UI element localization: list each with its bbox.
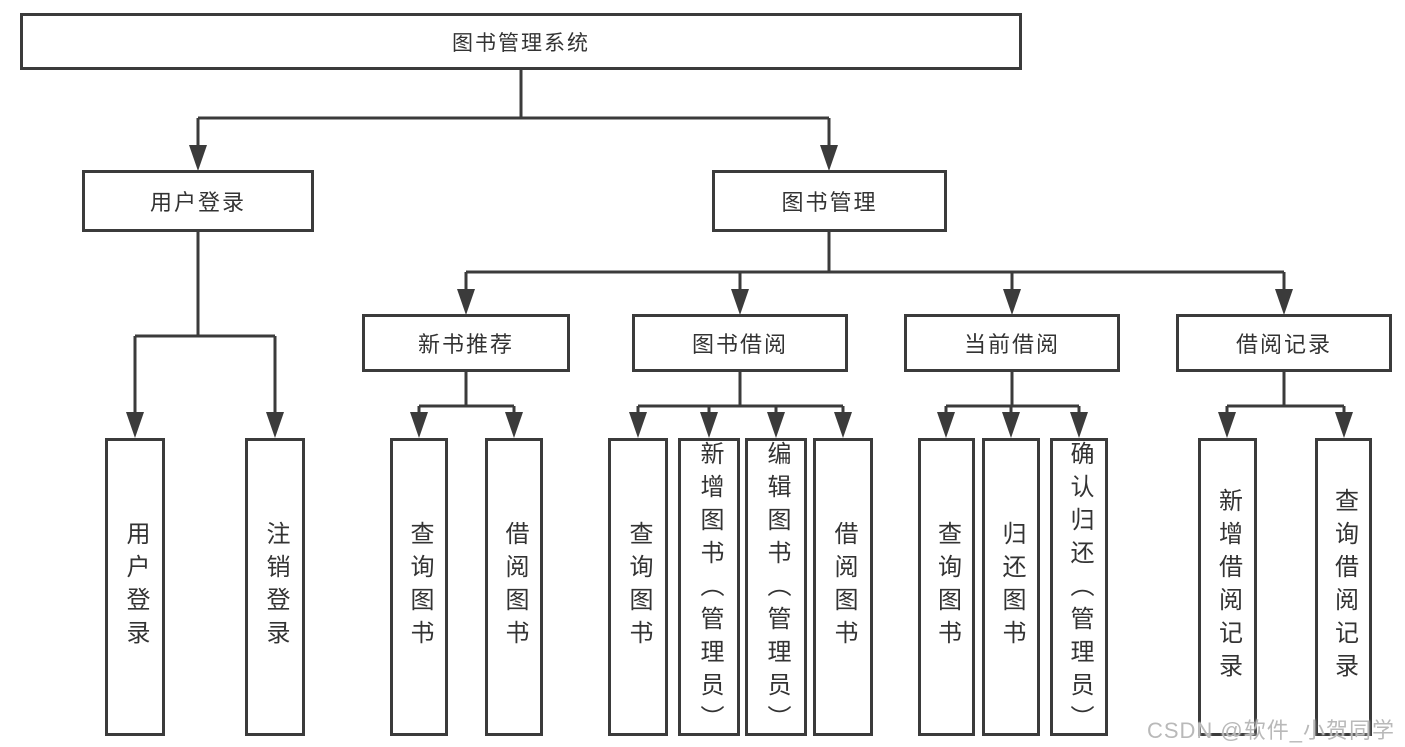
leaf-logout: 注销登录 <box>245 438 305 736</box>
arrowheads <box>126 145 1353 438</box>
leaf-add-books-admin: 新增图书（管理员） <box>678 438 740 738</box>
leaf-return-books: 归还图书 <box>982 438 1040 736</box>
leaf-borrow-books: 借阅图书 <box>813 438 873 736</box>
leaf-borrow-books-recommend: 借阅图书 <box>485 438 543 736</box>
node-user-login: 用户登录 <box>82 170 314 232</box>
node-root-system: 图书管理系统 <box>20 13 1022 70</box>
leaf-query-books-recommend: 查询图书 <box>390 438 448 736</box>
leaf-user-login: 用户登录 <box>105 438 165 736</box>
watermark: CSDN @软件_小贺同学 <box>1146 718 1395 743</box>
leaf-edit-books-admin: 编辑图书（管理员） <box>745 438 807 738</box>
leaf-query-books-borrowing: 查询图书 <box>608 438 668 736</box>
node-current-borrowing: 当前借阅 <box>904 314 1120 372</box>
leaf-confirm-return-admin: 确认归还（管理员） <box>1050 438 1108 738</box>
leaf-query-borrow-record: 查询借阅记录 <box>1315 438 1372 736</box>
node-book-borrowing: 图书借阅 <box>632 314 848 372</box>
leaf-query-books-current: 查询图书 <box>918 438 975 736</box>
node-new-book-recommend: 新书推荐 <box>362 314 570 372</box>
node-book-management: 图书管理 <box>712 170 947 232</box>
node-borrow-records: 借阅记录 <box>1176 314 1392 372</box>
leaf-add-borrow-record: 新增借阅记录 <box>1198 438 1257 736</box>
